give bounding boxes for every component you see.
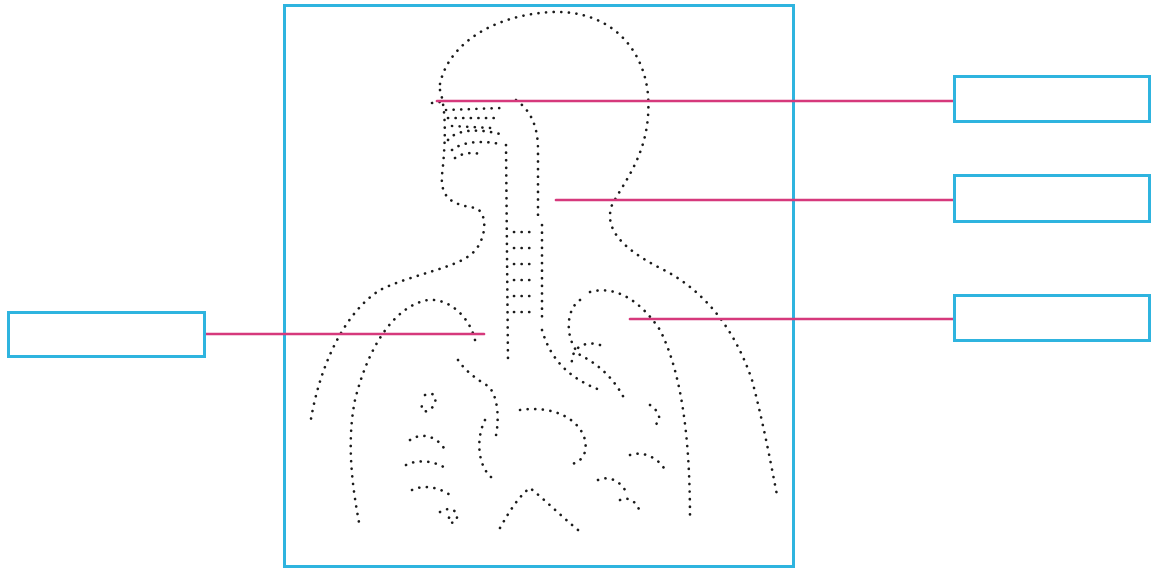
rib-right-2 [630, 454, 665, 470]
trachea-left [506, 145, 508, 360]
label-box-left[interactable] [7, 311, 206, 358]
rib-left-2 [410, 436, 445, 450]
rib-right-3 [598, 478, 625, 490]
rib-left-4 [412, 487, 450, 495]
label-box-right-1[interactable] [953, 75, 1151, 123]
trachea-rings [514, 232, 536, 312]
bronchus-right [572, 344, 600, 365]
right-lung-inner [569, 300, 625, 400]
right-lung [590, 290, 690, 520]
rib-right-1 [650, 405, 659, 425]
rib-left-3 [406, 461, 448, 470]
label-box-right-3[interactable] [953, 294, 1151, 342]
tongue [448, 131, 500, 158]
diaphragm [500, 488, 578, 530]
label-box-right-2[interactable] [953, 174, 1151, 223]
left-lung-inner [458, 360, 498, 440]
face-outline [310, 90, 484, 425]
pharynx [516, 100, 538, 220]
rib-right-4 [620, 499, 640, 515]
heart [479, 409, 585, 480]
nasal-cavity [432, 102, 500, 128]
rib-left-5 [440, 509, 457, 523]
rib-left-1 [422, 394, 436, 412]
head-outline [440, 12, 777, 495]
